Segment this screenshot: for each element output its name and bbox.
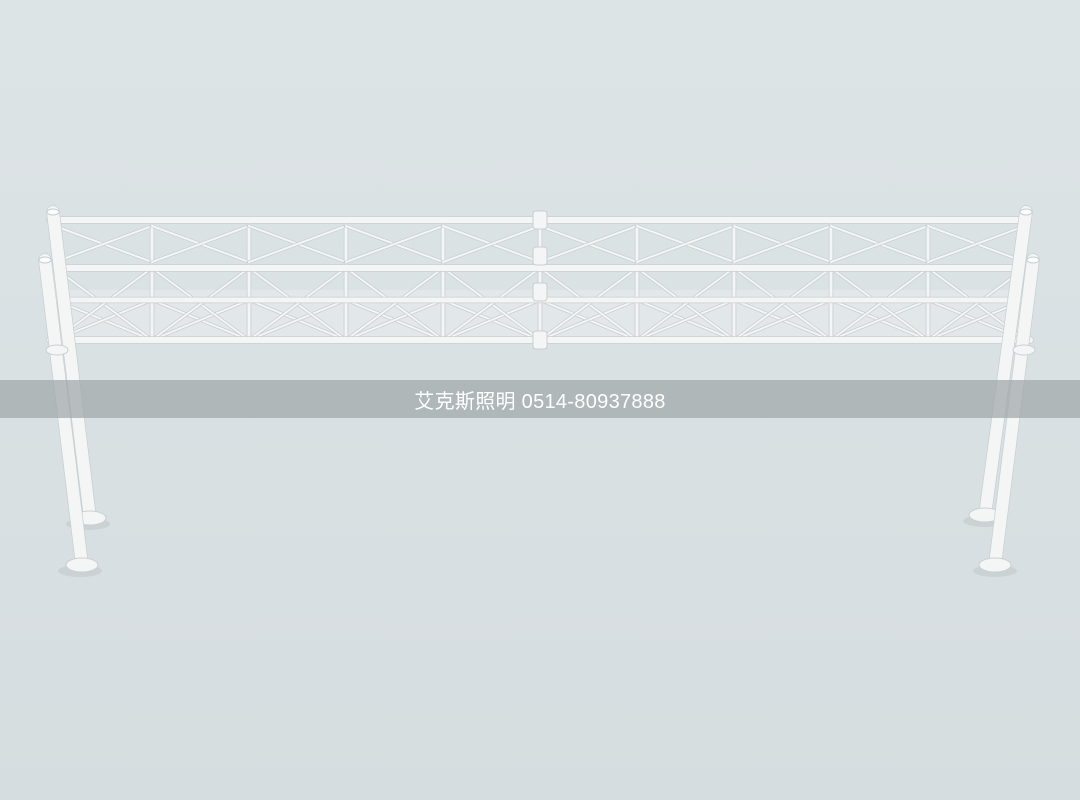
diagonal-bottom [151,299,250,341]
diagonal-top [830,225,929,263]
post-cap [46,208,60,216]
diagonal-front [830,267,929,341]
diagonal-front [151,267,250,341]
base-plate [65,557,99,573]
diagonal-bottom [345,299,444,341]
diagonal-front [927,267,1026,341]
diagonal-bottom [830,299,929,341]
diagonal-bottom [733,299,832,341]
diagonal-front [442,267,541,341]
diagonal-front [539,267,638,341]
diagonal-top [442,225,541,263]
diagonal-top [927,225,1026,263]
diagonal-bottom [636,299,735,341]
diagonal-top [151,225,250,263]
diagonal-top [539,225,638,263]
post-cap [1019,208,1033,216]
diagonal-front [636,267,735,341]
post-leg [47,206,96,524]
watermark-text: 艾克斯照明 0514-80937888 [414,390,666,413]
diagonal-front [248,267,347,341]
watermark-banner: 艾克斯照明 0514-80937888 [0,380,1080,418]
post-flange [45,344,69,356]
base-plate [978,557,1012,573]
post-leg [979,206,1032,521]
post-cap [1026,256,1040,264]
diagonal-top [345,225,444,263]
post-cap [38,256,52,264]
diagonal-top [733,225,832,263]
diagonal-top [54,225,153,263]
diagonal-bottom [442,299,541,341]
splice-flange [532,282,548,302]
post-flange [1012,344,1036,356]
splice-flange [532,330,548,350]
diagonal-bottom [539,299,638,341]
diagonal-top [248,225,347,263]
diagonal-front [345,267,444,341]
splice-flange [532,246,548,266]
diagonal-front [733,267,832,341]
splice-flange [532,210,548,230]
diagonal-top [636,225,735,263]
diagonal-bottom [248,299,347,341]
